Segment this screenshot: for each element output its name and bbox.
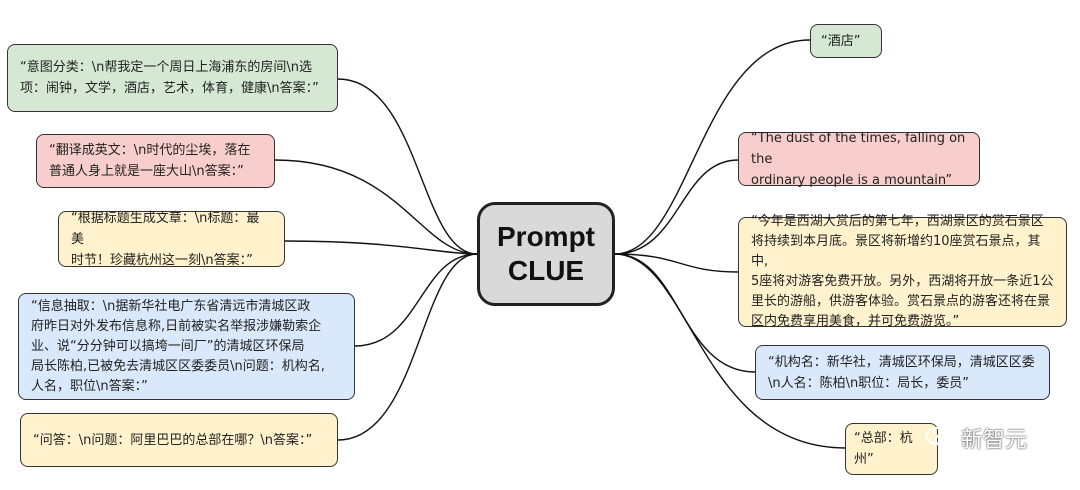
link-left-2 — [274, 159, 478, 255]
link-left-4 — [354, 253, 478, 347]
watermark: 新智元 — [925, 422, 1027, 454]
center-title-line2: CLUE — [507, 255, 585, 286]
input-node-translation: “翻译成英文：\n时代的尘埃，落在 普通人身上就是一座大山\n答案：” — [36, 134, 275, 188]
center-title-line1: Prompt — [497, 221, 595, 252]
watermark-text: 新智元 — [961, 428, 1028, 453]
input-node-article-generation: “根据标题生成文章：\n标题：最美 时节！珍藏杭州这一刻\n答案：” — [58, 211, 285, 268]
center-node-prompt-clue: Prompt CLUE — [477, 202, 615, 306]
link-right-2 — [614, 159, 739, 255]
link-right-1 — [614, 39, 811, 255]
input-node-information-extraction: “信息抽取：\n据新华社电广东省清远市清城区政 府昨日对外发布信息称,日前被实名… — [18, 293, 355, 400]
link-right-5 — [614, 253, 846, 449]
input-node-question-answering: “问答：\n问题：阿里巴巴的总部在哪？\n答案：” — [20, 413, 338, 467]
output-node-article: “今年是西湖大赏后的第七年，西湖景区的赏石景区 将持续到本月底。景区将新增约10… — [738, 214, 1067, 329]
output-node-extraction: “机构名：新华社，清城区环保局，清城区区委 \n人名：陈柏\n职位：局长，委员” — [755, 345, 1050, 400]
input-node-intent-classification: “意图分类：\n帮我定一个周日上海浦东的房间\n选 项：闹钟，文学，酒店，艺术，… — [7, 44, 338, 112]
output-node-hotel: “酒店” — [810, 24, 882, 58]
link-left-1 — [337, 78, 478, 255]
wechat-icon — [926, 427, 953, 448]
link-left-3 — [284, 240, 478, 255]
link-right-3 — [614, 253, 739, 273]
output-node-headquarters: “总部：杭州” — [845, 423, 938, 475]
link-left-5 — [337, 253, 478, 441]
output-node-translation: “The dust of the times, falling on the o… — [738, 131, 980, 188]
